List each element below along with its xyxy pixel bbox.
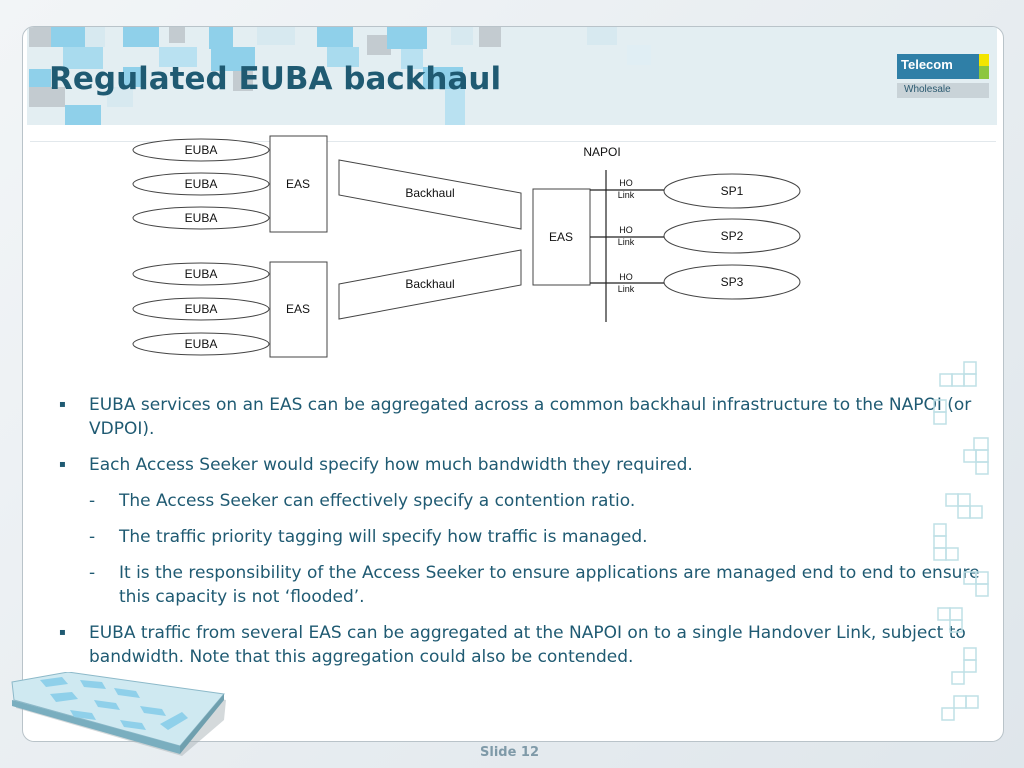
- bullet-text: EUBA services on an EAS can be aggregate…: [89, 395, 972, 439]
- banner-tile: [387, 27, 427, 49]
- banner-tile: [63, 47, 103, 69]
- content-area: [30, 141, 996, 741]
- sub-bullet-item: - The Access Seeker can effectively speci…: [59, 489, 994, 513]
- bullet-text: The Access Seeker can effectively specif…: [119, 491, 636, 511]
- banner-tile: [29, 27, 51, 47]
- bullet-marker: -: [89, 563, 96, 583]
- logo-bottom-text: Wholesale: [904, 84, 951, 95]
- bullet-marker: -: [89, 491, 96, 511]
- logo-color-block: [979, 54, 989, 79]
- logo-top-band: Telecom: [897, 54, 989, 79]
- slide: Regulated EUBA backhaul Telecom Wholesal…: [22, 26, 1004, 742]
- bullet-list: ▪ EUBA services on an EAS can be aggregat…: [59, 393, 994, 681]
- banner-tile: [233, 71, 253, 91]
- banner-tile: [169, 27, 185, 43]
- banner-tile: [123, 27, 159, 47]
- banner-tile: [423, 67, 463, 89]
- decorative-tile-plate: [11, 672, 226, 756]
- banner-tile: [85, 27, 105, 47]
- logo-bottom-band: Wholesale: [897, 83, 989, 98]
- bullet-text: The traffic priority tagging will specif…: [119, 527, 648, 547]
- decorative-tiles-right: [933, 361, 989, 721]
- banner-tile: [327, 47, 359, 67]
- slide-number: Slide 12: [480, 745, 540, 760]
- sub-bullet-item: - The traffic priority tagging will speci…: [59, 525, 994, 549]
- logo-yellow-block: [979, 54, 989, 66]
- telecom-wholesale-logo: Telecom Wholesale: [897, 54, 989, 98]
- banner-tile: [209, 27, 233, 49]
- banner-tile: [107, 87, 133, 107]
- bullet-marker: -: [89, 527, 96, 547]
- banner-tile: [317, 27, 353, 47]
- bullet-text: It is the responsibility of the Access S…: [119, 563, 980, 607]
- banner-tile: [123, 67, 145, 87]
- banner-tile: [29, 69, 51, 87]
- banner-tile: [587, 27, 617, 45]
- logo-green-block: [979, 66, 989, 79]
- bullet-item: ▪ Each Access Seeker would specify how mu…: [59, 453, 994, 477]
- banner-tile: [451, 27, 473, 45]
- banner-tile: [29, 87, 65, 107]
- banner-tile: [51, 27, 85, 47]
- banner-tile: [159, 47, 197, 67]
- slide-title: Regulated EUBA backhaul: [49, 61, 502, 97]
- banner-tile: [367, 35, 391, 55]
- bullet-item: ▪ EUBA traffic from several EAS can be ag…: [59, 621, 994, 669]
- banner-tile: [445, 89, 465, 125]
- bullet-marker: ▪: [59, 399, 66, 410]
- banner-tile: [65, 105, 101, 125]
- banner-tile: [627, 45, 651, 65]
- banner-tile: [401, 49, 423, 69]
- logo-top-text: Telecom: [901, 57, 953, 72]
- bullet-marker: ▪: [59, 627, 66, 638]
- bullet-item: ▪ EUBA services on an EAS can be aggregat…: [59, 393, 994, 441]
- bullet-text: Each Access Seeker would specify how muc…: [89, 455, 693, 475]
- banner-tile: [257, 27, 295, 45]
- banner-tile: [479, 27, 501, 47]
- bullet-marker: ▪: [59, 459, 66, 470]
- bullet-text: EUBA traffic from several EAS can be agg…: [89, 623, 966, 667]
- banner-tile: [211, 47, 255, 71]
- sub-bullet-item: - It is the responsibility of the Access …: [59, 561, 994, 609]
- header-banner: [27, 27, 997, 125]
